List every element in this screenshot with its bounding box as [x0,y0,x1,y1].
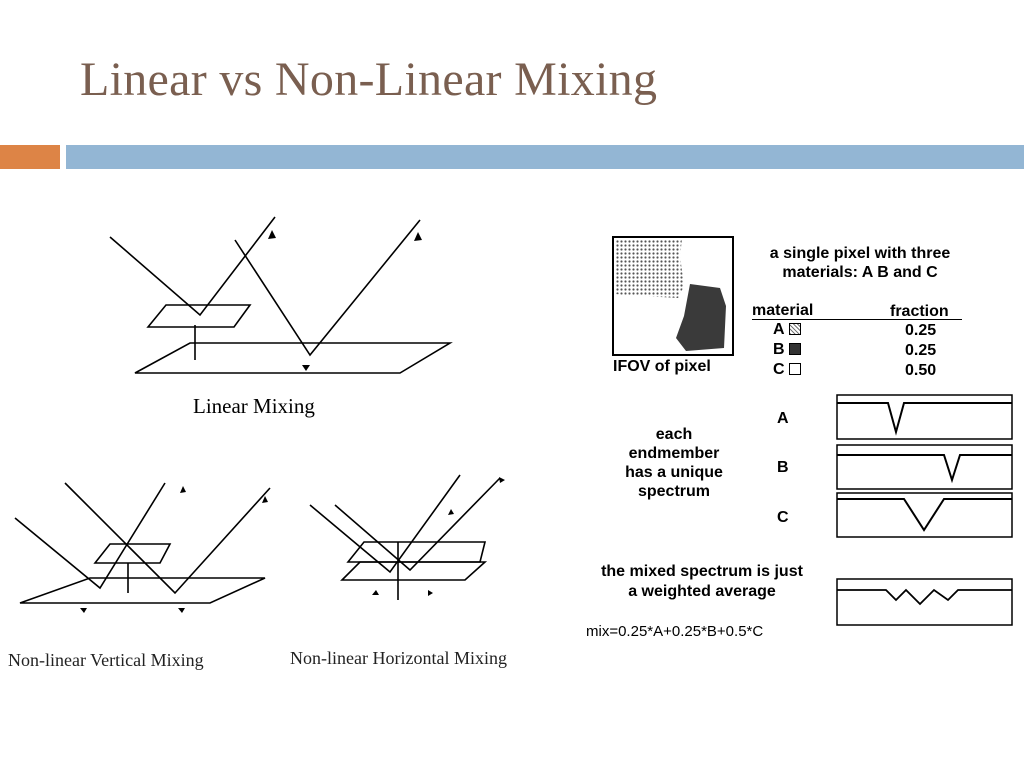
table-header-material: material [752,302,814,319]
ray-2 [234,219,421,357]
ground-plane [134,342,453,374]
table-header-rule [752,319,962,320]
mixed-spectrum [836,578,1013,626]
ifov-pixel-figure [612,236,734,356]
mixed-note-line2: a weighted average [628,583,776,600]
dark-swatch-icon [788,343,801,355]
ray-1 [309,474,461,574]
pixel-description-line2: materials: A B and C [782,264,938,281]
accent-bar-blue [66,145,1024,169]
slide-title: Linear vs Non-Linear Mixing [80,53,658,106]
vertical-mixing-diagram [14,482,271,613]
table-row-material-c: C [773,360,801,379]
table-row-material-b: B [773,340,801,359]
linear-mixing-caption: Linear Mixing [193,394,315,418]
endmember-note-line2: endmember [628,445,720,462]
material-a-region [615,239,684,298]
endmember-note-line3: has a unique [625,464,723,481]
material-a-label: A [773,321,785,338]
endmember-note-line4: spectrum [637,483,711,500]
ifov-label: IFOV of pixel [613,358,711,375]
empty-swatch-icon [788,363,801,375]
endmember-note-line1: each [655,426,693,443]
ray-1 [14,482,166,590]
accent-bar-orange [0,145,60,169]
ray-2 [334,477,501,572]
mix-formula: mix=0.25*A+0.25*B+0.5*C [586,623,764,640]
material-b-region [676,284,726,351]
upper-plane [93,543,172,564]
pixel-description-line1: a single pixel with three [769,245,951,262]
vertical-mixing-caption: Non-linear Vertical Mixing [8,650,204,670]
dotted-swatch-icon [788,323,801,335]
endmember-label-b: B [777,459,789,476]
ray-1 [109,216,276,317]
spectrum-b [836,444,1013,490]
table-row-fraction-c: 0.50 [905,362,937,379]
endmember-label-a: A [777,410,789,427]
table-header-fraction: fraction [890,303,949,320]
table-row-fraction-b: 0.25 [905,342,937,359]
material-c-label: C [773,361,785,378]
mixed-note-line1: the mixed spectrum is just [601,563,803,580]
material-b-label: B [773,341,785,358]
spectrum-c [836,492,1013,538]
horizontal-mixing-diagram [309,474,505,600]
table-row-fraction-a: 0.25 [905,322,937,339]
upper-patch [346,541,487,563]
ground-plane [19,577,266,604]
spectrum-a [836,394,1013,440]
horizontal-mixing-caption: Non-linear Horizontal Mixing [290,648,507,668]
lower-patch [340,561,488,581]
endmember-label-c: C [777,509,789,526]
table-row-material-a: A [773,320,801,339]
upper-plane [146,304,252,328]
ray-2 [64,482,271,595]
linear-mixing-diagram [109,216,453,374]
